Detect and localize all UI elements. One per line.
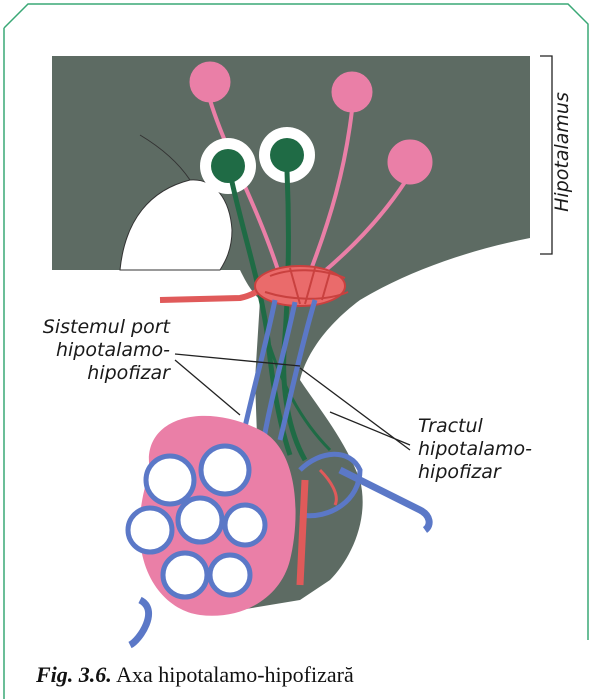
figure-title: Axa hipotalamo-hipofizară — [116, 662, 354, 687]
portal-system-label: Sistemul port hipotalamo- hipofizar — [20, 316, 170, 385]
tract-label: Tractul hipotalamo- hipofizar — [418, 415, 532, 484]
neuron-cell-body — [211, 149, 245, 183]
figure-caption: Fig. 3.6. Axa hipotalamo-hipofizară — [36, 662, 354, 688]
neuron-cell-body — [190, 62, 230, 102]
hypothalamus-label: Hipotalamus — [551, 92, 573, 212]
neuron-cell-body — [388, 140, 432, 184]
figure-number: Fig. 3.6. — [36, 662, 112, 687]
neuron-cell-body — [332, 72, 372, 112]
neuron-cell-body — [270, 138, 304, 172]
